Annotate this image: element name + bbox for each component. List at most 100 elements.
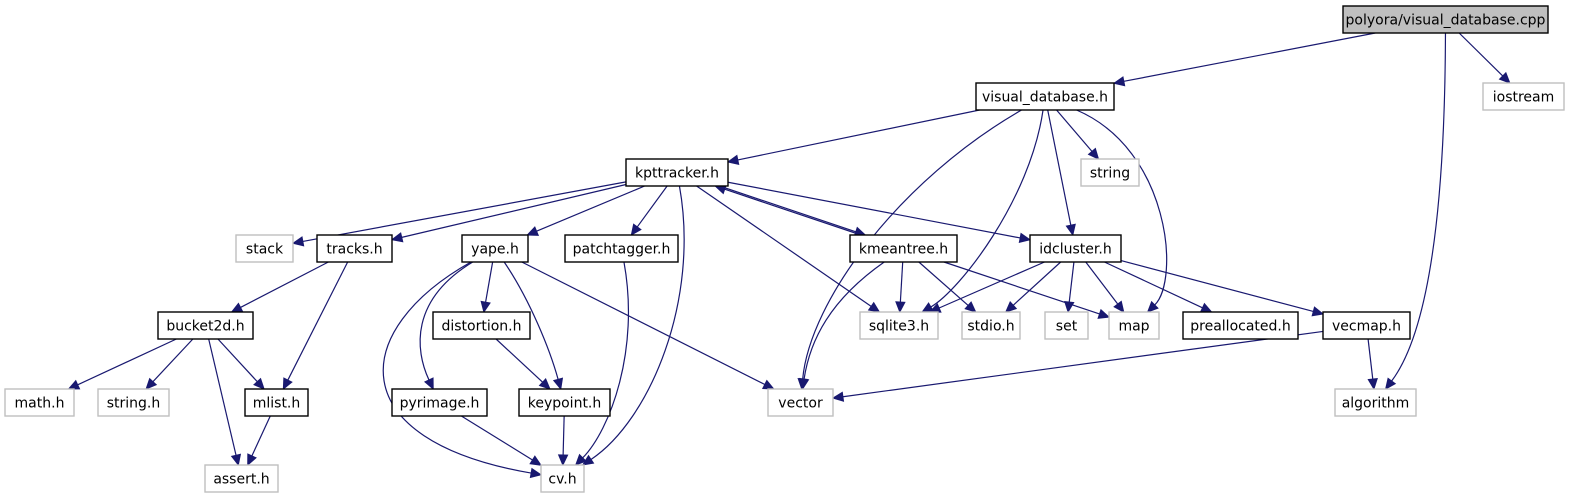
node-box[interactable] [157,311,254,340]
arrowhead-icon [761,379,775,390]
edge-line [152,338,194,383]
node-box[interactable] [461,234,529,263]
node-distortion-h[interactable]: distortion.h [432,311,531,340]
node-box[interactable] [1029,234,1122,263]
node-box [97,388,170,417]
node-patchtagger-h[interactable]: patchtagger.h [564,234,679,263]
arrowhead-icon [480,300,491,314]
arrowhead-icon [230,453,242,467]
edge-line [1085,261,1119,305]
node-mlist-h[interactable]: mlist.h [244,388,309,417]
node-box[interactable] [564,234,679,263]
node-label: map [1118,319,1149,335]
edge-line [719,185,856,233]
node-box [961,311,1021,340]
arrowhead-icon [526,226,540,236]
node-pyrimage-h[interactable]: pyrimage.h [391,388,488,417]
edge-line [938,261,1045,309]
arrowhead-icon [630,223,642,236]
edge-kmeantree-h-to-vector [798,261,885,391]
edge-bucket2d-h-to-string-h [145,338,194,390]
arrowhead-icon [964,301,977,313]
edge-patchtagger-h-to-cv-h [574,261,630,466]
edge-line [217,338,258,383]
node-preallocated-h[interactable]: preallocated.h [1182,311,1299,340]
node-kpttracker-h[interactable]: kpttracker.h [625,158,729,187]
edge-idcluster-h-to-set [1064,261,1075,314]
arrowhead-icon [423,377,434,391]
node-box [4,388,75,417]
node-box [1044,311,1089,340]
arrowhead-icon [1113,300,1125,313]
node-label: keypoint.h [528,396,602,412]
edge-vecmap-h-to-algorithm [1367,338,1378,391]
node-label: pyrimage.h [400,396,480,412]
arrowhead-icon [538,377,551,390]
node-root[interactable]: polyora/visual_database.cpp [1342,5,1549,34]
node-tracks-h[interactable]: tracks.h [316,234,393,263]
node-label: visual_database.h [982,90,1108,106]
node-label: idcluster.h [1039,242,1111,258]
arrowhead-icon [1498,71,1511,84]
node-box[interactable] [1182,311,1299,340]
node-label: vecmap.h [1332,319,1401,335]
node-box [1334,388,1417,417]
node-visual-database-h[interactable]: visual_database.h [975,82,1115,111]
node-bucket2d-h[interactable]: bucket2d.h [157,311,254,340]
node-label: cv.h [548,472,576,488]
node-box[interactable] [518,388,611,417]
node-yape-h[interactable]: yape.h [461,234,529,263]
arrowhead-icon [1004,301,1018,313]
node-label: math.h [15,396,65,412]
edge-root-to-visual-database-h [1112,32,1376,87]
node-box[interactable] [391,388,488,417]
edge-line [943,261,1100,315]
edge-line [696,185,872,307]
edge-kmeantree-h-to-sqlite3-h [895,261,906,314]
edge-root-to-algorithm [1384,32,1447,390]
node-box[interactable] [1342,5,1549,34]
node-box[interactable] [1322,311,1411,340]
edge-bucket2d-h-to-assert-h [208,338,242,467]
edge-line [727,181,1021,239]
edge-line [461,415,533,461]
node-box [859,311,939,340]
edge-line [899,261,904,303]
arrowhead-icon [1367,377,1378,391]
arrowhead-icon [145,377,158,390]
node-idcluster-h[interactable]: idcluster.h [1029,234,1122,263]
edge-kpttracker-h-to-idcluster-h [727,181,1032,244]
node-label: algorithm [1342,396,1410,412]
edge-yape-h-to-distortion-h [480,261,494,314]
edge-line [401,183,627,238]
edge-line [1068,261,1075,303]
edge-line [930,109,1044,308]
node-box[interactable] [316,234,393,263]
node-kmeantree-h[interactable]: kmeantree.h [849,234,958,263]
edge-yape-h-to-keypoint-h [503,261,564,391]
node-vecmap-h[interactable]: vecmap.h [1322,311,1411,340]
node-box[interactable] [849,234,958,263]
edge-tracks-h-to-bucket2d-h [230,261,329,313]
arrowhead-icon [247,453,257,467]
arrowhead-icon [1146,300,1159,313]
node-set: set [1044,311,1089,340]
node-stack: stack [235,234,294,263]
edge-line [1120,259,1314,313]
arrowhead-icon [67,379,81,390]
node-box [1482,82,1565,111]
node-box[interactable] [244,388,309,417]
node-box[interactable] [625,158,729,187]
node-box [767,388,834,417]
node-box [1080,158,1140,187]
node-box[interactable] [432,311,531,340]
edge-line [737,109,980,161]
edge-line [1104,261,1203,309]
node-string: string [1080,158,1140,187]
node-box [540,464,585,493]
edge-line [1458,32,1504,77]
node-keypoint-h[interactable]: keypoint.h [518,388,611,417]
node-box[interactable] [975,82,1115,111]
edge-line [842,330,1324,398]
